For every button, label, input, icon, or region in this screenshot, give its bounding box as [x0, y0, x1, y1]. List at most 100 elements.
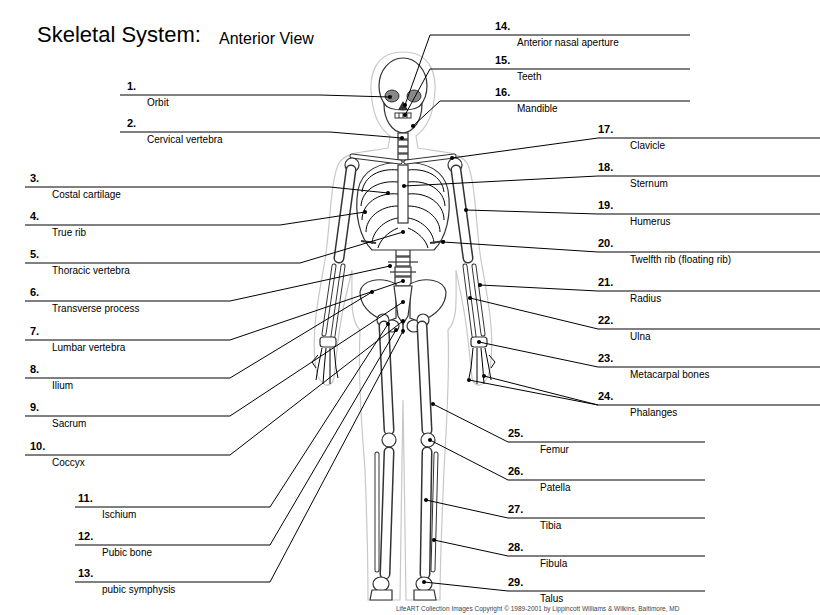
leader-lines-part: [25, 292, 372, 378]
leader-lines-part: [363, 210, 367, 214]
part-name: Tibia: [540, 520, 561, 532]
leader-lines-part: [403, 103, 407, 107]
shoulders-part: [406, 156, 454, 162]
part-name: Thoracic vertebra: [52, 265, 130, 277]
skull-part: [398, 101, 408, 110]
rib-cage-part: [408, 228, 428, 248]
part-name: True rib: [52, 227, 86, 239]
leader-lines-part: [469, 380, 820, 405]
legs-part: [373, 577, 389, 591]
part-name: Lumbar vertebra: [52, 342, 125, 354]
leader-lines-part: [394, 328, 398, 332]
skull: [379, 58, 427, 133]
part-name: Ischium: [102, 509, 136, 521]
callout-number: 24.: [598, 390, 613, 403]
leader-lines-part: [422, 580, 426, 584]
hands-part: [469, 348, 491, 384]
callout-number: 17.: [598, 123, 613, 136]
legs-part: [382, 433, 396, 447]
legs-part: [416, 577, 432, 591]
rib-cage: [357, 162, 449, 250]
shoulders-part: [352, 156, 400, 162]
legs-part: [384, 326, 389, 430]
leader-lines-part: [468, 296, 472, 300]
legs-part: [414, 590, 436, 600]
part-name: Cervical vertebra: [147, 134, 223, 146]
part-name: Ilium: [52, 380, 73, 392]
callout-number: 18.: [598, 161, 613, 174]
legs-part: [375, 454, 380, 570]
rib-cage-part: [408, 218, 434, 244]
part-name: Anterior nasal aperture: [517, 37, 619, 49]
part-name: Patella: [540, 482, 571, 494]
skull-part: [399, 113, 400, 118]
callout-number: 26.: [508, 465, 523, 478]
spine-part: [395, 277, 411, 286]
leader-lines-part: [404, 176, 820, 186]
part-name: Radius: [630, 293, 661, 305]
leader-lines-part: [479, 342, 820, 367]
part-name: Coccyx: [52, 457, 85, 469]
leader-lines-part: [388, 95, 392, 99]
part-name: Metacarpal bones: [630, 369, 710, 381]
legs-part: [425, 452, 427, 574]
leader-lines-part: [482, 374, 486, 378]
leader-lines-part: [467, 378, 471, 382]
callout-number: 22.: [598, 314, 613, 327]
rib-cage-part: [408, 194, 444, 220]
skull-part: [385, 90, 399, 102]
rib-cage-part: [398, 165, 408, 223]
leader-lines-part: [434, 540, 705, 556]
leader-lines-part: [120, 95, 390, 97]
legs-part: [376, 454, 379, 570]
callout-number: 5.: [30, 248, 39, 261]
body-outline-part: [314, 52, 492, 600]
skull-part: [407, 90, 421, 102]
hands-part: [320, 337, 336, 347]
callout-number: 16.: [495, 86, 510, 99]
hands-part: [316, 348, 338, 384]
leader-lines-part: [25, 266, 390, 301]
body-outline: [314, 52, 492, 600]
callout-number: 7.: [30, 325, 39, 338]
legs-part: [433, 454, 436, 570]
hands-part: [471, 337, 487, 347]
part-name: Sternum: [630, 178, 668, 190]
arms-part: [465, 266, 474, 336]
arms-part: [465, 266, 474, 336]
leader-lines-part: [405, 69, 690, 115]
rib-cage-part: [430, 241, 445, 243]
legs-part: [422, 326, 427, 430]
legs-part: [422, 326, 427, 430]
leader-lines-part: [401, 279, 405, 283]
leader-lines-part: [466, 210, 820, 214]
leader-lines-part: [484, 376, 598, 405]
spine-part: [398, 147, 408, 153]
shoulders-part: [352, 156, 400, 162]
callout-number: 4.: [30, 210, 39, 223]
leader-lines-part: [370, 290, 374, 294]
copyright-note: LifeART Collection Images Copyright © 19…: [396, 605, 679, 613]
legs-part: [384, 326, 389, 430]
arms: [324, 170, 483, 336]
diagram-title: Skeletal System:: [37, 22, 201, 48]
leader-lines-part: [424, 498, 428, 502]
hands-part: [489, 355, 495, 368]
part-name: Femur: [540, 444, 569, 456]
callout-number: 13.: [78, 567, 93, 580]
part-name: Transverse process: [52, 303, 139, 315]
callout-number: 3.: [30, 172, 39, 185]
callout-number: 9.: [30, 401, 39, 414]
leader-lines-part: [443, 242, 820, 252]
part-name: Humerus: [630, 216, 671, 228]
part-name: Costal cartilage: [52, 189, 121, 201]
part-name: Orbit: [147, 97, 169, 109]
callout-number: 20.: [598, 237, 613, 250]
rib-cage-part: [362, 170, 398, 192]
callout-number: 27.: [508, 503, 523, 516]
leader-lines-part: [480, 285, 820, 291]
callout-number: 15.: [495, 54, 510, 67]
rib-cage-part: [362, 194, 398, 220]
leader-lines-part: [432, 538, 436, 542]
rib-cage-part: [408, 170, 444, 192]
